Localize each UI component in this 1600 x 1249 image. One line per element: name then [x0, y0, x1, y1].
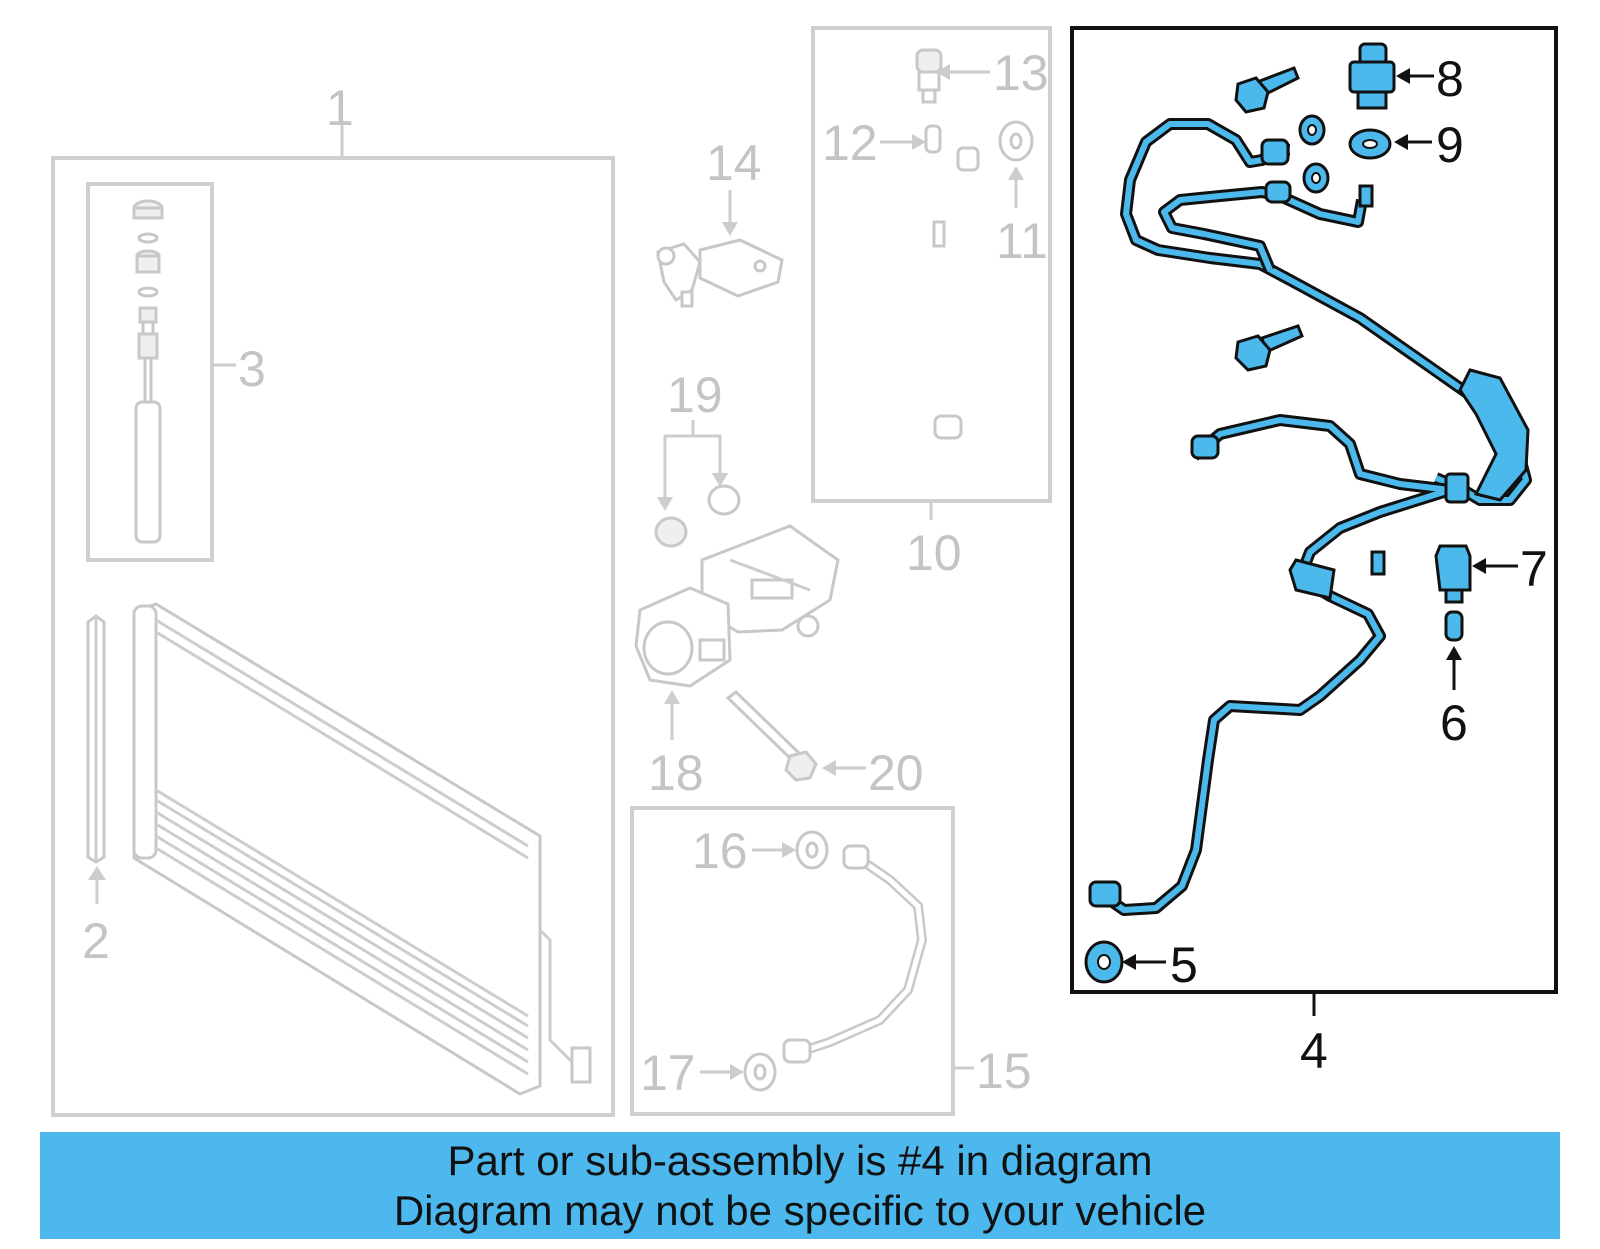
leader-19: [663, 434, 722, 497]
seal-strip-part: [86, 614, 106, 864]
callout-4: 4: [1300, 1023, 1328, 1079]
callout-15: 15: [976, 1043, 1032, 1099]
arrow-7: [1472, 558, 1486, 574]
hose-15-part: [782, 844, 928, 1064]
callout-2: 2: [82, 913, 110, 969]
bracket-14-part: [656, 238, 784, 308]
hose-10-group: 10 13 12 11: [811, 26, 1052, 581]
callout-11: 11: [996, 213, 1048, 269]
arrow-8: [1396, 68, 1410, 84]
condenser-box: [51, 156, 615, 1117]
line-assembly-4-group: 4 8 9: [1070, 26, 1558, 1079]
cap-12-part: [924, 124, 942, 154]
callout-17: 17: [640, 1045, 696, 1101]
arrow-13: [936, 64, 950, 80]
bolt-lower-part: [1234, 324, 1304, 372]
callout-18: 18: [648, 745, 704, 801]
ac-line-4-part: [1088, 118, 1532, 916]
banner-line-2: Diagram may not be specific to your vehi…: [393, 1187, 1207, 1234]
callout-12: 12: [822, 115, 878, 171]
arrow-6: [1446, 646, 1462, 660]
cap-6-part: [1444, 610, 1464, 642]
bushing-19-part: [654, 484, 741, 548]
callout-16: 16: [692, 823, 748, 879]
hose-15-group: 15 16 17: [630, 806, 1032, 1116]
arrow-16: [782, 842, 796, 858]
arrow-11: [1008, 166, 1024, 180]
valve-core-13-part: [915, 48, 943, 104]
callout-7: 7: [1520, 541, 1548, 597]
callout-10: 10: [906, 525, 962, 581]
callout-20: 20: [868, 745, 924, 801]
drier-box: [86, 182, 214, 562]
bolt-upper-part: [1234, 66, 1300, 114]
parts-diagram: 1 3 2: [51, 26, 1558, 1117]
callout-14: 14: [706, 135, 762, 191]
seal-16-part: [795, 830, 829, 870]
hose-15-box: [630, 806, 955, 1116]
valve-7-part: [1434, 544, 1472, 604]
callout-9: 9: [1436, 117, 1464, 173]
callout-6: 6: [1440, 695, 1468, 751]
hose-10-part: [888, 146, 980, 478]
callout-8: 8: [1436, 51, 1464, 107]
arrow-5: [1122, 954, 1136, 970]
arrow-20: [822, 760, 836, 776]
condenser-assembly-group: 1 3 2: [51, 80, 615, 1117]
seal-11-part: [998, 120, 1034, 162]
arrow-2: [88, 866, 106, 880]
condenser-part: [132, 602, 592, 1096]
arrow-9: [1394, 134, 1408, 150]
arrow-14: [722, 222, 738, 236]
arrow-12: [912, 134, 926, 150]
receiver-drier-part: [132, 199, 164, 544]
compressor-18-part: [634, 524, 840, 688]
bolt-20-part: [725, 690, 818, 782]
callout-5: 5: [1170, 937, 1198, 993]
oring-pair-part: [1298, 114, 1330, 194]
pressure-switch-8-part: [1348, 42, 1396, 110]
arrow-19a: [657, 497, 673, 511]
banner-line-1: Part or sub-assembly is #4 in diagram: [447, 1137, 1153, 1184]
arrow-19b: [712, 473, 728, 487]
callout-3: 3: [238, 341, 266, 397]
callout-1: 1: [326, 80, 354, 136]
seal-17-part: [743, 1052, 777, 1092]
bracket-14-group: 14: [656, 135, 784, 308]
callout-13: 13: [993, 45, 1049, 101]
info-banner: Part or sub-assembly is #4 in diagram Di…: [40, 1132, 1560, 1239]
oring-9-part: [1348, 128, 1392, 160]
arrow-17: [730, 1064, 744, 1080]
compressor-group: 19 18 20: [634, 367, 924, 801]
callout-19: 19: [667, 367, 723, 423]
seal-5-part: [1084, 940, 1124, 984]
arrow-18: [664, 690, 680, 704]
